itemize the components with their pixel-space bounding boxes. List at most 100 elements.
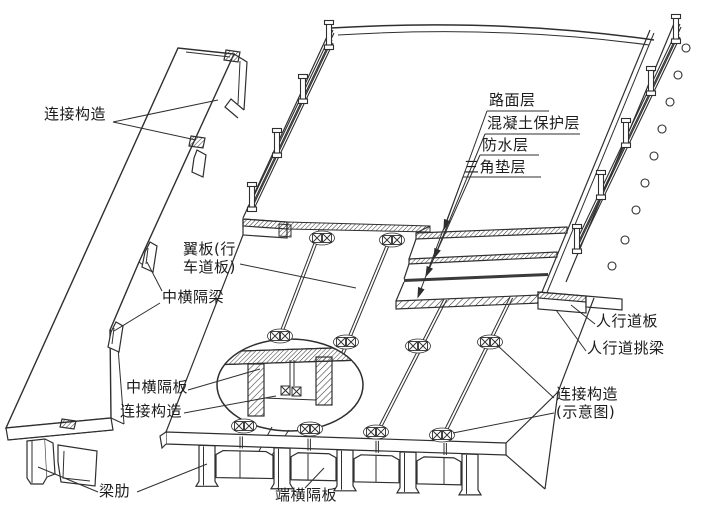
leader-line	[112, 121, 197, 141]
sidewalk-inner-curb	[541, 29, 651, 293]
balloon-right-diaphragm	[315, 356, 333, 406]
railing-post	[645, 65, 657, 97]
edge-hook-detail	[224, 98, 245, 119]
connector-pair	[297, 421, 323, 437]
exploded-t-beam	[4, 47, 248, 487]
cantilever-bump	[607, 261, 617, 271]
connector-tab	[59, 418, 77, 430]
leader-line	[37, 466, 99, 493]
railing-post	[323, 19, 335, 51]
wing-slab-cut-band	[286, 221, 431, 233]
mid-transverse-beam-stub	[141, 241, 158, 273]
layer-leader	[417, 176, 464, 298]
leader-line	[146, 261, 163, 292]
label-pavement-layer: 路面层	[489, 91, 536, 109]
leader-line	[570, 304, 596, 325]
deck-far-edge	[330, 24, 655, 41]
leader-line	[187, 368, 261, 391]
leader-lines	[37, 99, 596, 493]
leader-line	[113, 302, 161, 332]
connector-pair	[309, 230, 335, 246]
edge-bracket	[191, 149, 207, 178]
t-beam-web	[457, 453, 483, 496]
cantilever-bump	[673, 70, 683, 80]
t-beam-web	[332, 449, 358, 492]
end-diaphragm-panel	[215, 449, 274, 480]
cantilever-bump	[640, 178, 650, 188]
connector-pair	[231, 418, 257, 434]
beam-web	[26, 438, 48, 485]
front-cross-section	[159, 431, 507, 496]
detail-balloon	[216, 338, 364, 456]
label-mid-transverse-beam: 中横隔梁	[162, 288, 225, 306]
t-beam-web	[395, 451, 421, 494]
flange-band	[165, 431, 507, 456]
end-diaphragm-panel	[416, 456, 462, 486]
beam-joint	[375, 298, 448, 434]
waterproof-layer-band	[404, 273, 548, 282]
label-connector-top-left: 连接构造	[44, 105, 107, 123]
leader-line	[183, 395, 277, 414]
connector-pair	[333, 334, 359, 350]
leader-line	[239, 263, 357, 289]
balloon-connector	[280, 385, 302, 397]
t-beam-web	[194, 444, 220, 487]
railing-post	[246, 181, 258, 213]
railing-post	[571, 223, 583, 255]
layer-leader	[433, 133, 486, 259]
pavement-cut-band	[415, 226, 568, 240]
connector-tab	[188, 135, 206, 149]
railing-post	[670, 13, 682, 45]
cantilever-bump	[657, 124, 667, 134]
label-beam-rib: 梁肋	[99, 482, 131, 500]
label-end-diaphragm: 端横隔板	[275, 486, 338, 504]
t-beam-web	[269, 447, 295, 490]
arrowhead	[425, 265, 434, 278]
railings	[246, 13, 691, 271]
main-deck	[165, 13, 679, 490]
connector-pair	[379, 232, 405, 248]
railing-post	[271, 127, 283, 159]
end-diaphragm-panel	[290, 452, 337, 482]
leader-line	[112, 99, 219, 123]
label-concrete-layer: 混凝土保护层	[487, 114, 581, 132]
layer-leader	[425, 154, 481, 277]
label-connector-mid: 连接构造	[120, 402, 183, 420]
railing-post	[595, 169, 607, 201]
leader-line	[304, 467, 325, 489]
cantilever-bump	[620, 235, 630, 245]
label-bedding-layer: 三角垫层	[464, 158, 527, 176]
shear-connectors	[231, 230, 503, 443]
deck-left-edge	[242, 27, 332, 219]
label-wing-slab: 翼板(行 车道板)	[183, 240, 236, 276]
connector-pair	[267, 328, 293, 344]
connector-pair	[363, 424, 389, 440]
left-railing	[246, 19, 335, 213]
mid-transverse-beam-stub	[107, 321, 124, 353]
cantilever-bump	[631, 205, 641, 215]
label-waterproof-layer: 防水层	[482, 136, 529, 154]
beam-joint	[441, 296, 514, 437]
leader-line	[136, 463, 208, 493]
leader-line	[452, 412, 555, 434]
leader-line	[555, 309, 587, 352]
label-sidewalk-slab: 人行道板	[596, 312, 659, 330]
connector-pair	[405, 338, 431, 354]
cantilever-bump	[649, 151, 659, 161]
label-sidewalk-cantilever: 人行道挑梁	[587, 339, 665, 357]
arrowhead	[417, 286, 425, 299]
right-railing	[571, 13, 682, 255]
connector-tab	[223, 49, 241, 63]
sidewalk-cantilever-step	[585, 295, 623, 311]
label-mid-diaphragm: 中横隔板	[126, 378, 189, 396]
label-connector-schematic: 连接构造 (示意图)	[556, 385, 619, 421]
connector-pair	[477, 334, 503, 350]
railing-post	[620, 117, 632, 149]
railing-post	[297, 73, 309, 105]
cantilever-bump	[665, 97, 675, 107]
balloon-left-diaphragm	[247, 363, 265, 417]
cantilever-bump	[681, 43, 691, 53]
leader-line	[496, 344, 555, 399]
